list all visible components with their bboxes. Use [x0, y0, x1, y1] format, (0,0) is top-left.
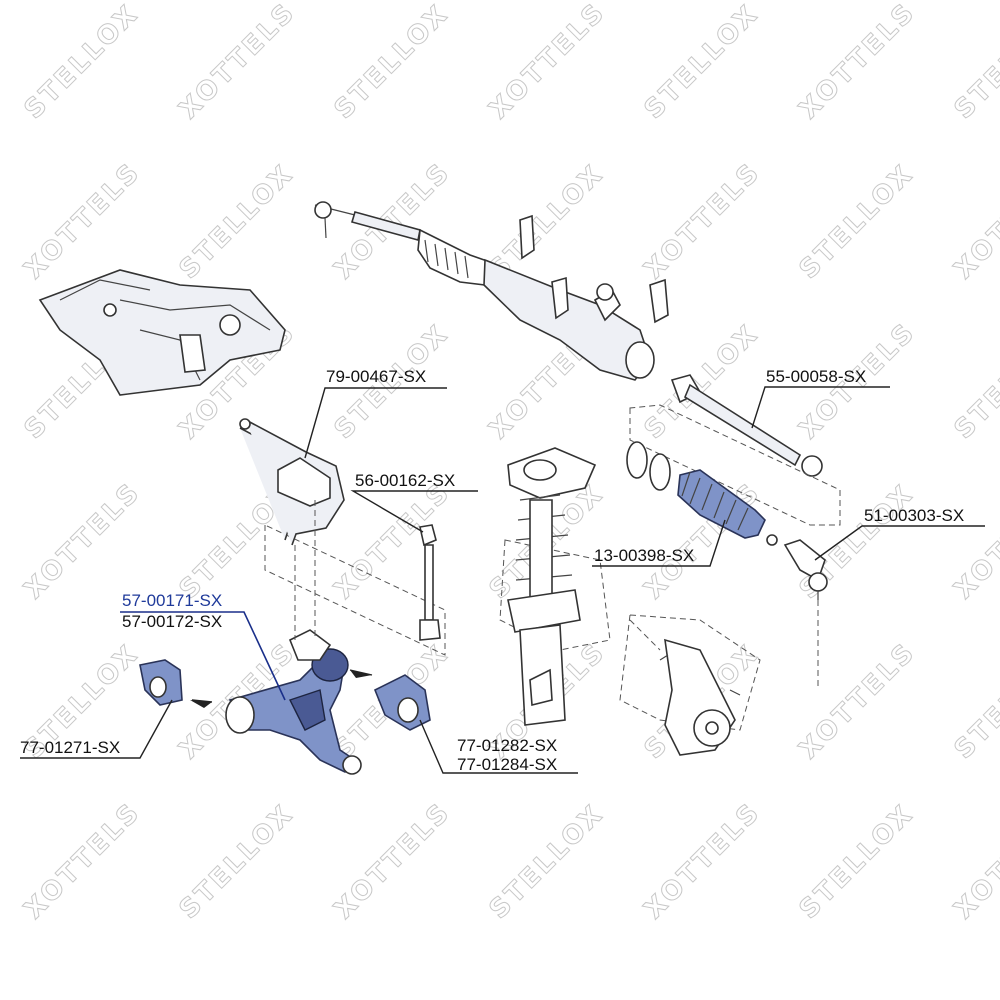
knuckle-dash-box	[619, 614, 761, 731]
guide-line-4	[629, 619, 661, 651]
label-steering-boot: 13-00398-SX	[594, 546, 694, 565]
watermark-text: XOTTELS	[639, 797, 767, 925]
label-arm-bushing-rear-a: 77-01282-SX	[457, 736, 557, 755]
arrow-rear-shaft	[349, 669, 373, 676]
label-arm-bushing-front: 77-01271-SX	[20, 738, 120, 757]
watermark-text: STELLOX	[174, 159, 300, 285]
watermark-text: STELLOX	[949, 319, 1000, 445]
stab-dash-box	[264, 524, 446, 656]
watermark-text: STELLOX	[174, 799, 300, 925]
watermark-text: STELLOX	[949, 0, 1000, 125]
watermark-text: STELLOX	[639, 0, 765, 125]
leader-51-00303	[814, 525, 985, 561]
watermark-text: XOTTELS	[794, 0, 922, 125]
arrow-front-shaft	[191, 699, 213, 703]
leader-77-01282	[419, 719, 578, 774]
watermark-text: STELLOX	[329, 0, 455, 125]
control-arm	[225, 629, 362, 775]
watermark-text: XOTTELS	[949, 157, 1000, 285]
leader-77-01271	[20, 699, 173, 759]
inner-tie-rod	[670, 374, 823, 477]
watermark-text: STELLOX	[19, 0, 145, 125]
stabilizer-link	[419, 524, 441, 641]
label-tie-rod-end: 51-00303-SX	[864, 506, 964, 525]
watermark-text: XOTTELS	[174, 0, 302, 125]
label-control-arm-right: 57-00172-SX	[122, 612, 222, 631]
watermark-text: XOTTELS	[949, 477, 1000, 605]
watermark-text: XOTTELS	[19, 477, 147, 605]
strut-dash-box	[499, 539, 611, 651]
leader-56-00162	[350, 490, 478, 533]
front-bushing	[139, 659, 183, 706]
leader-55-00058	[751, 386, 890, 429]
label-arm-bushing-rear-b: 77-01284-SX	[457, 755, 557, 774]
strut-assembly	[507, 447, 597, 726]
watermark-text: XOTTELS	[19, 797, 147, 925]
label-control-arm-left: 57-00171-SX	[122, 591, 222, 610]
leader-79-00467	[304, 387, 447, 459]
label-stabilizer-bushing: 79-00467-SX	[326, 367, 426, 386]
steering-rack	[314, 201, 669, 381]
watermark-text: STELLOX	[794, 159, 920, 285]
leader-13-00398	[592, 519, 726, 567]
watermark-text: STELLOX	[484, 159, 610, 285]
tie-rod-dash-box	[629, 404, 841, 526]
steering-knuckle	[659, 638, 741, 756]
tie-rod-end	[766, 534, 828, 600]
steering-boot	[626, 441, 766, 539]
watermark-text: STELLOX	[484, 799, 610, 925]
arrow-rear-bushing	[350, 665, 372, 678]
watermark-text: XOTTELS	[329, 477, 457, 605]
rear-bushing	[373, 674, 431, 731]
watermark-text: XOTTELS	[484, 0, 612, 125]
watermark-text: XOTTELS	[949, 797, 1000, 925]
arrow-front-bushing	[190, 696, 212, 708]
label-stabilizer-link: 56-00162-SX	[355, 471, 455, 490]
watermark-text: XOTTELS	[329, 797, 457, 925]
watermark-text: XOTTELS	[794, 637, 922, 765]
subframe	[38, 269, 286, 396]
watermark-text: XOTTELS	[19, 157, 147, 285]
watermark-text: STELLOX	[949, 639, 1000, 765]
label-tie-rod-inner: 55-00058-SX	[766, 367, 866, 386]
watermark-text: STELLOX	[794, 799, 920, 925]
stabilizer-bar	[239, 418, 345, 546]
leader-57-00171	[120, 611, 286, 701]
watermark-text: XOTTELS	[639, 157, 767, 285]
